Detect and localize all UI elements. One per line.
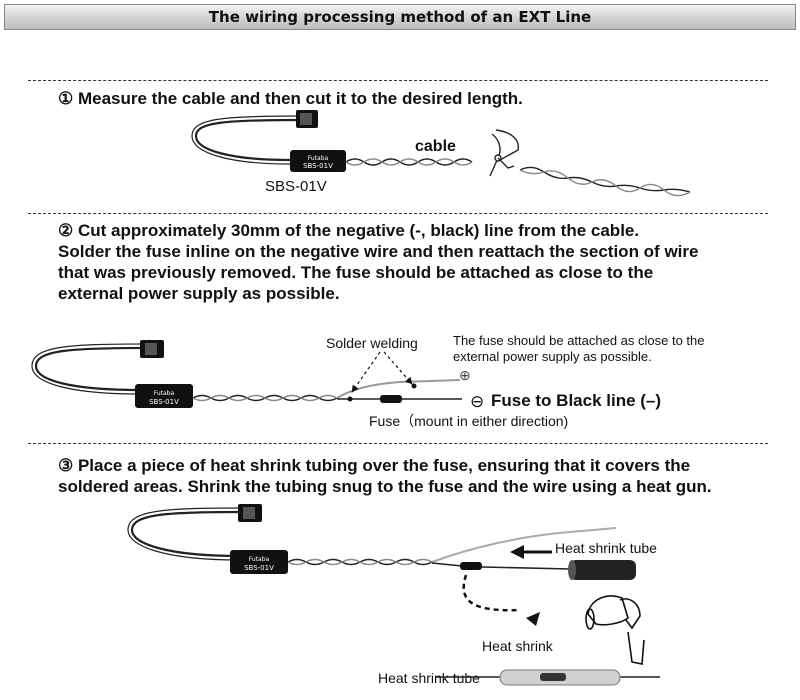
module-brand-text: Futaba [249, 556, 270, 563]
section-divider-2 [28, 213, 768, 214]
title-bar: The wiring processing method of an EXT L… [4, 4, 796, 30]
module-model-text: SBS-01V [149, 398, 179, 406]
heat-shrink-tube-bottom-label: Heat shrink tube [378, 670, 480, 686]
sbs-01v-module [290, 150, 346, 172]
module-model-text: SBS-01V [244, 564, 274, 572]
step-2-line-4: external power supply as possible. [58, 284, 340, 303]
step-1-cable-drawing: Futaba SBS-01V [191, 110, 691, 197]
minus-symbol: ⊖ [470, 392, 485, 411]
fuse [380, 395, 402, 403]
step-1-text: ① Measure the cable and then cut it to t… [58, 89, 523, 108]
solder-welding-label: Solder welding [326, 335, 418, 351]
heat-shrink-tube-top-label: Heat shrink tube [555, 540, 657, 556]
step-3-line-1: ③ Place a piece of heat shrink tubing ov… [58, 456, 691, 475]
section-divider-1 [28, 80, 768, 81]
sbs-01v-module [230, 550, 288, 574]
heat-gun-icon [585, 595, 645, 665]
module-brand-text: Futaba [308, 155, 329, 162]
step-3-heat-shrink-drawing: Futaba SBS-01V [127, 504, 660, 686]
step-2-line-1: ② Cut approximately 30mm of the negative… [58, 221, 640, 240]
fuse [460, 562, 482, 570]
plus-symbol: ⊕ [459, 367, 471, 383]
left-arrow-icon [510, 545, 524, 559]
wire-cutter-icon [489, 129, 519, 177]
sbs-01v-module [135, 384, 193, 408]
cable-label: cable [415, 138, 456, 155]
module-model-text: SBS-01V [303, 162, 333, 170]
fuse-to-black-line-label: Fuse to Black line (–) [491, 391, 662, 410]
step-2-fuse-drawing: Futaba SBS-01V [31, 340, 462, 408]
heat-shrink-tube [570, 560, 636, 580]
step-3-line-2: soldered areas. Shrink the tubing snug t… [58, 477, 712, 496]
module-brand-text: Futaba [154, 390, 175, 397]
section-divider-3 [28, 443, 768, 444]
fuse-note-line-2: external power supply as possible. [453, 349, 652, 364]
down-arrow-icon [526, 612, 540, 626]
page-title: The wiring processing method of an EXT L… [208, 8, 592, 26]
step-2-line-3: that was previously removed. The fuse sh… [58, 263, 654, 282]
sbs-01v-label: SBS-01V [265, 178, 327, 195]
fuse-mount-label: Fuse（mount in either direction) [369, 413, 569, 429]
step-2-line-2: Solder the fuse inline on the negative w… [58, 242, 699, 261]
heat-shrink-label: Heat shrink [482, 638, 553, 654]
fuse-note-line-1: The fuse should be attached as close to … [453, 333, 705, 348]
